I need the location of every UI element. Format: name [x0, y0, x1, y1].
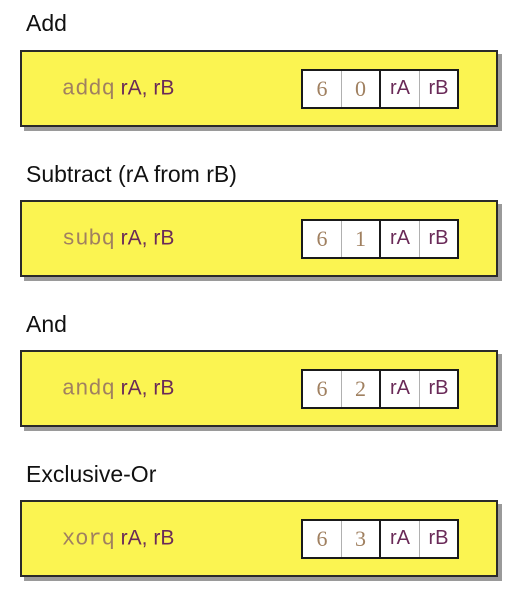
- section-title-add: Add: [26, 10, 67, 36]
- opcode-subtract: subq: [62, 226, 115, 251]
- encoding-ra-add: rA: [390, 77, 410, 99]
- encoding-rb-and: rB: [419, 370, 457, 407]
- encoding-icode-exclusive-or: 6: [316, 525, 328, 551]
- section-title-subtract: Subtract (rA from rB): [26, 161, 237, 187]
- opcode-and: andq: [62, 376, 115, 401]
- encoding-byte-subtract-registers: rA rB: [379, 218, 459, 259]
- encoding-rb-add: rB: [419, 70, 457, 107]
- operands-exclusive-or: rA, rB: [120, 526, 175, 549]
- operands-and: rA, rB: [120, 376, 175, 399]
- encoding-icode-and: 6: [316, 375, 328, 401]
- encoding-byte-and-opcode: 6 2: [301, 368, 381, 409]
- encoding-icode-add: 6: [316, 75, 328, 101]
- opcode-add: addq: [62, 76, 115, 101]
- mnemonic-exclusive-or: xorq rA, rB: [62, 526, 174, 551]
- mnemonic-and: andq rA, rB: [62, 376, 174, 401]
- encoding-ra-exclusive-or: rA: [390, 527, 410, 549]
- section-title-and: And: [26, 311, 67, 337]
- encoding-byte-subtract-opcode: 6 1: [301, 218, 381, 259]
- encoding-ra-and: rA: [390, 377, 410, 399]
- instruction-box-and: andq rA, rB 6 2 rA rB: [20, 350, 498, 427]
- encoding-ifun-add: 0: [341, 70, 379, 107]
- encoding-exclusive-or: 6 3 rA rB: [301, 518, 459, 559]
- instruction-box-add: addq rA, rB 6 0 rA rB: [20, 50, 498, 127]
- opcode-exclusive-or: xorq: [62, 526, 115, 551]
- mnemonic-subtract: subq rA, rB: [62, 226, 174, 251]
- encoding-rb-exclusive-or: rB: [419, 520, 457, 557]
- operands-subtract: rA, rB: [120, 226, 175, 249]
- encoding-add: 6 0 rA rB: [301, 68, 459, 109]
- encoding-byte-and-registers: rA rB: [379, 368, 459, 409]
- encoding-ifun-exclusive-or: 3: [341, 520, 379, 557]
- instruction-box-subtract: subq rA, rB 6 1 rA rB: [20, 200, 498, 277]
- instruction-box-exclusive-or: xorq rA, rB 6 3 rA rB: [20, 500, 498, 577]
- encoding-ifun-and: 2: [341, 370, 379, 407]
- encoding-rb-subtract: rB: [419, 220, 457, 257]
- encoding-ra-subtract: rA: [390, 227, 410, 249]
- encoding-subtract: 6 1 rA rB: [301, 218, 459, 259]
- section-title-exclusive-or: Exclusive-Or: [26, 461, 157, 487]
- encoding-byte-add-registers: rA rB: [379, 68, 459, 109]
- encoding-byte-add-opcode: 6 0: [301, 68, 381, 109]
- encoding-byte-exclusive-or-registers: rA rB: [379, 518, 459, 559]
- encoding-ifun-subtract: 1: [341, 220, 379, 257]
- mnemonic-add: addq rA, rB: [62, 76, 174, 101]
- operands-add: rA, rB: [120, 76, 175, 99]
- encoding-byte-exclusive-or-opcode: 6 3: [301, 518, 381, 559]
- encoding-and: 6 2 rA rB: [301, 368, 459, 409]
- encoding-icode-subtract: 6: [316, 225, 328, 251]
